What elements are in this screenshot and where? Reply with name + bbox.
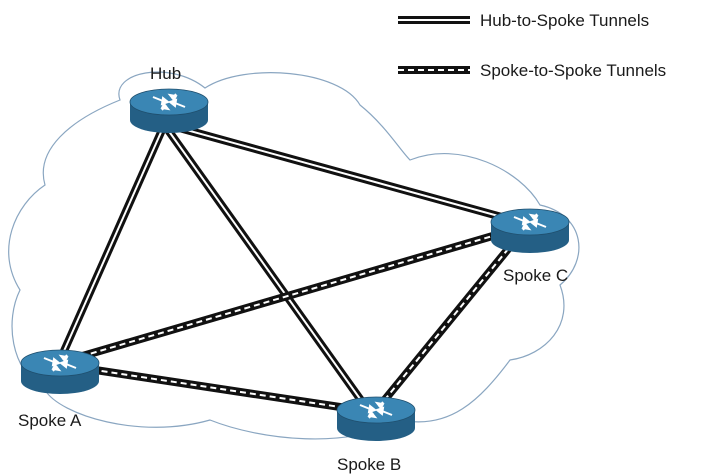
tunnel-hub-spoke-b [164,127,372,413]
hub-to-spoke-tunnels [56,122,522,413]
spoke-to-spoke-tunnels [60,224,526,414]
spoke-a-router-icon [20,349,100,395]
legend-spoke-to-spoke-label: Spoke-to-Spoke Tunnels [480,61,666,80]
tunnel-spoke-b-spoke-c [374,229,526,411]
spoke-c-router-icon [490,208,570,254]
spoke-c-label: Spoke C [503,266,568,285]
tunnel-hub-spoke-a [56,128,166,362]
tunnel-hub-spoke-c [170,122,522,226]
spoke-b-label: Spoke B [337,455,401,474]
tunnel-spoke-a-spoke-c [60,224,522,366]
tunnel-spoke-a-spoke-b [61,361,361,414]
hub-router-icon [129,88,209,134]
legend-hub-to-spoke-label: Hub-to-Spoke Tunnels [480,11,649,30]
legend: Hub-to-Spoke Tunnels Spoke-to-Spoke Tunn… [398,11,666,80]
spoke-a-label: Spoke A [18,411,82,430]
network-cloud [8,71,580,440]
hub-label: Hub [150,64,181,83]
spoke-b-router-icon [336,396,416,442]
